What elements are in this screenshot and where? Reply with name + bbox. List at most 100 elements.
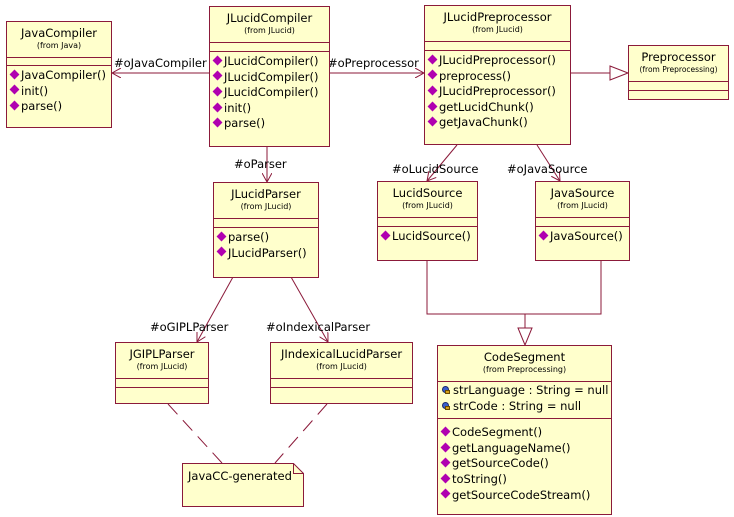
method-diamond-icon — [427, 101, 438, 112]
class-package: (from JLucid) — [557, 201, 608, 210]
class-name: CodeSegment — [483, 350, 566, 364]
class-javacompiler[interactable]: JavaCompiler (from Java) JavaCompiler() … — [6, 21, 112, 128]
operations-compartment: JLucidPreprocessor() preprocess() JLucid… — [425, 51, 570, 133]
note-anchor-jgipl — [167, 403, 223, 464]
method-diamond-icon — [440, 457, 451, 468]
operations-compartment: JLucidCompiler() JLucidCompiler() JLucid… — [210, 52, 329, 134]
operation-row[interactable]: preprocess() — [427, 69, 570, 85]
label-ojavasource: #oJavaSource — [507, 162, 588, 176]
class-jlucidpreprocessor[interactable]: JLucidPreprocessor (from JLucid) JLucidP… — [424, 5, 571, 145]
operation-row[interactable]: JLucidPreprocessor() — [427, 53, 570, 69]
class-javasource[interactable]: JavaSource (from JLucid) JavaSource() — [535, 181, 630, 261]
operation-row[interactable]: JavaSource() — [538, 229, 629, 245]
operation-label: JLucidPreprocessor() — [439, 84, 556, 99]
operation-row[interactable]: parse() — [9, 99, 111, 115]
class-package: (from Preprocessing) — [482, 365, 567, 374]
operation-row[interactable]: getSourceCodeStream() — [440, 487, 611, 504]
attribute-row[interactable]: strCode : String = null — [442, 399, 611, 415]
operation-row[interactable]: getLucidChunk() — [427, 99, 570, 116]
attributes-compartment — [210, 43, 329, 52]
class-package: (from JLucid) — [244, 26, 295, 35]
assoc-parser-jgipl — [197, 276, 234, 342]
label-ojavacompiler: #oJavaCompiler — [114, 56, 207, 70]
class-jindexicallucidparser[interactable]: JIndexicalLucidParser (from JLucid) — [270, 342, 413, 404]
assoc-preproc-javasource — [536, 144, 560, 181]
assoc-preproc-lucidsource — [427, 144, 458, 181]
operation-row[interactable]: JLucidPreprocessor() — [427, 84, 570, 100]
method-diamond-icon — [427, 85, 438, 96]
operation-row[interactable]: JLucidCompiler() — [212, 85, 329, 101]
note-anchor-jindexical — [274, 403, 328, 464]
operation-row[interactable]: getJavaChunk() — [427, 115, 570, 131]
operation-row[interactable]: JLucidCompiler() — [212, 54, 329, 70]
operation-label: getJavaChunk() — [439, 115, 528, 130]
method-diamond-icon — [9, 69, 20, 80]
class-jlucidparser[interactable]: JLucidParser (from JLucid) parse() JLuci… — [213, 182, 319, 278]
class-header: JLucidCompiler (from JLucid) — [210, 7, 329, 43]
class-package: (from JLucid) — [240, 202, 292, 211]
method-diamond-icon — [212, 70, 223, 81]
class-lucidsource[interactable]: LucidSource (from JLucid) LucidSource() — [377, 181, 478, 261]
class-name: JLucidPreprocessor — [443, 10, 552, 24]
operation-label: JavaCompiler() — [21, 68, 107, 82]
method-diamond-icon — [440, 426, 451, 437]
class-header: JLucidParser (from JLucid) — [214, 183, 318, 219]
operation-row[interactable]: getLanguageName() — [440, 441, 611, 457]
attribute-key-icon — [442, 401, 450, 411]
attributes-compartment — [378, 218, 477, 227]
operation-row[interactable]: parse() — [216, 230, 318, 246]
class-package: (from JLucid) — [472, 25, 523, 34]
label-ogiplparser: #oGIPLParser — [150, 320, 229, 334]
operation-label: getLucidChunk() — [439, 99, 534, 114]
method-diamond-icon — [216, 231, 227, 242]
method-diamond-icon — [212, 102, 223, 113]
operation-label: getSourceCodeStream() — [452, 487, 591, 502]
operation-row[interactable]: toString() — [440, 471, 611, 488]
operation-row[interactable]: JLucidCompiler() — [212, 70, 329, 86]
class-header: JavaSource (from JLucid) — [536, 182, 629, 218]
method-diamond-icon — [380, 230, 391, 241]
class-preprocessor[interactable]: Preprocessor (from Preprocessing) — [628, 45, 729, 100]
class-jlucidcompiler[interactable]: JLucidCompiler (from JLucid) JLucidCompi… — [209, 6, 330, 147]
note-shape — [182, 463, 304, 507]
generalization-javasource-codesegment — [525, 261, 602, 315]
class-name: Preprocessor — [641, 50, 716, 64]
operation-row[interactable]: LucidSource() — [380, 229, 477, 245]
operation-row[interactable]: init() — [9, 83, 111, 100]
class-name: LucidSource — [392, 186, 463, 200]
operation-label: toString() — [452, 471, 507, 486]
class-name: JGIPLParser — [129, 347, 195, 361]
operation-label: LucidSource() — [392, 229, 471, 243]
operation-label: JLucidCompiler() — [224, 54, 319, 68]
operation-row[interactable]: parse() — [212, 116, 329, 132]
operation-row[interactable]: JLucidParser() — [216, 246, 318, 262]
operation-label: init() — [21, 83, 49, 98]
class-codesegment[interactable]: CodeSegment (from Preprocessing) strLang… — [437, 345, 612, 515]
attribute-label: strCode : String = null — [453, 398, 582, 413]
method-diamond-icon — [212, 117, 223, 128]
operation-row[interactable]: CodeSegment() — [440, 425, 611, 441]
assoc-parser-jindexical — [290, 276, 328, 342]
class-header: JIndexicalLucidParser (from JLucid) — [271, 343, 412, 379]
attributes-compartment: strLanguage : String = null strCode : St… — [438, 382, 611, 420]
operations-compartment: JavaCompiler() init() parse() — [7, 66, 111, 117]
label-opreprocessor: #oPreprocessor — [328, 56, 419, 70]
method-diamond-icon — [212, 86, 223, 97]
note-javacc-generated[interactable]: JavaCC-generated — [182, 463, 304, 507]
method-diamond-icon — [440, 442, 451, 453]
class-name: JLucidCompiler — [226, 11, 313, 25]
class-jgiplparser[interactable]: JGIPLParser (from JLucid) — [115, 342, 209, 404]
class-header: CodeSegment (from Preprocessing) — [438, 346, 611, 382]
attribute-label: strLanguage : String = null — [453, 383, 609, 397]
class-header: JGIPLParser (from JLucid) — [116, 343, 208, 379]
attributes-compartment — [425, 42, 570, 51]
class-package: (from Java) — [36, 41, 82, 50]
attribute-row[interactable]: strLanguage : String = null — [442, 383, 611, 399]
operation-row[interactable]: getSourceCode() — [440, 456, 611, 472]
method-diamond-icon — [9, 100, 20, 111]
class-package: (from JLucid) — [316, 362, 367, 371]
operation-label: init() — [224, 100, 252, 115]
operation-row[interactable]: init() — [212, 100, 329, 117]
operation-row[interactable]: JavaCompiler() — [9, 68, 111, 84]
